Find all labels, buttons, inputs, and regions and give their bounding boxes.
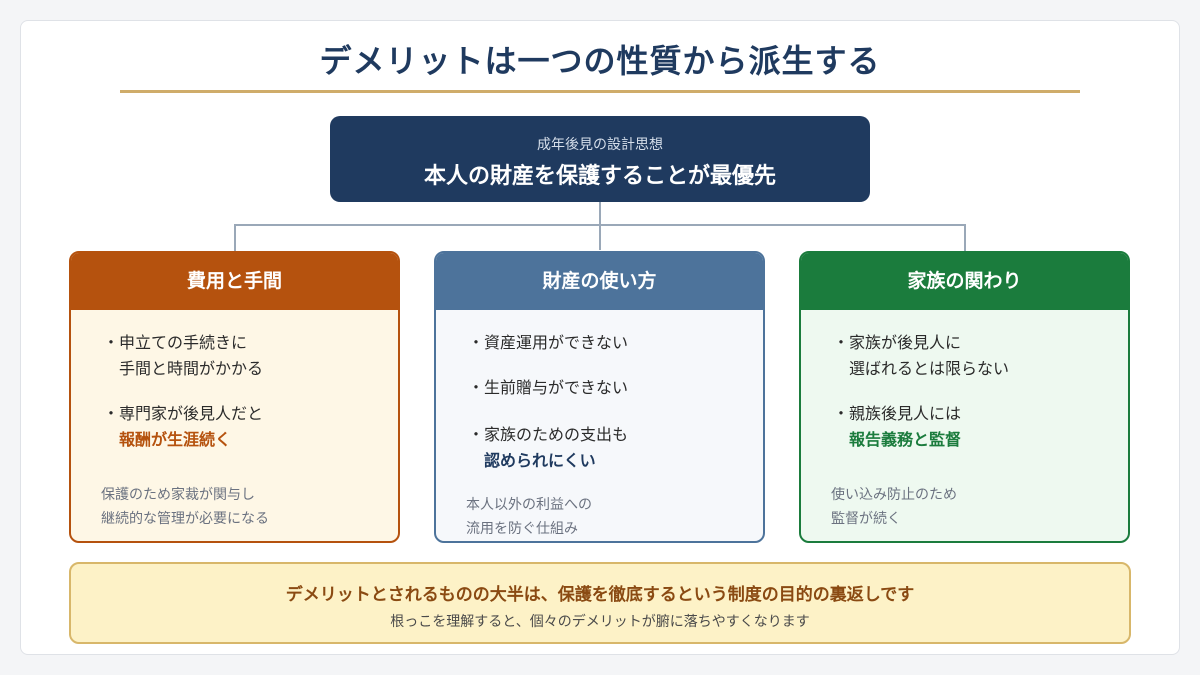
bullet-highlight: 報酬が生涯続く <box>119 430 232 449</box>
connector-left-branch <box>234 224 236 251</box>
card-bullet: ・ 申立ての手続きに 手間と時間がかかる <box>103 330 263 382</box>
note-line: 監督が続く <box>831 511 901 527</box>
card-heading: 家族の関わり <box>801 253 1128 310</box>
summary-main-text: デメリットとされるものの大半は、保護を徹底するという制度の目的の裏返しです <box>285 585 915 605</box>
summary-sub-text: 根っこを理解すると、個々のデメリットが腑に落ちやすくなります <box>390 614 810 630</box>
root-node: 成年後見の設計思想 本人の財産を保護することが最優先 <box>330 116 870 202</box>
bullet-marker: ・ <box>833 404 850 423</box>
card-bullet: ・ 家族が後見人に 選ばれるとは限らない <box>833 330 1009 382</box>
card-bullet: ・ 専門家が後見人だと 報酬が生涯続く <box>103 401 263 453</box>
bullet-marker: ・ <box>103 404 120 423</box>
bullet-line: 生前贈与ができない <box>484 378 629 397</box>
bullet-line: 申立ての手続きに <box>119 333 248 352</box>
bullet-marker: ・ <box>468 425 485 444</box>
note-line: 使い込み防止のため <box>831 487 957 503</box>
bullet-line: 親族後見人には <box>849 404 962 423</box>
card-asset-usage: 財産の使い方 ・ 資産運用ができない ・ 生前贈与ができない ・ 家族のための支… <box>434 251 765 543</box>
card-bullet: ・ 家族のための支出も 認められにくい <box>468 422 628 474</box>
card-cost-effort: 費用と手間 ・ 申立ての手続きに 手間と時間がかかる ・ 専門家が後見人だと 報… <box>69 251 400 543</box>
card-note: 本人以外の利益への 流用を防ぐ仕組み <box>466 493 592 541</box>
card-heading: 費用と手間 <box>71 253 398 310</box>
connector-horizontal <box>234 224 966 226</box>
bullet-line: 手間と時間がかかる <box>119 359 264 378</box>
bullet-line: 専門家が後見人だと <box>119 404 264 423</box>
card-note: 保護のため家裁が関与し 継続的な管理が必要になる <box>101 483 269 531</box>
card-heading: 財産の使い方 <box>436 253 763 310</box>
bullet-line: 資産運用ができない <box>484 333 629 352</box>
card-family-involvement: 家族の関わり ・ 家族が後見人に 選ばれるとは限らない ・ 親族後見人には 報告… <box>799 251 1130 543</box>
note-line: 流用を防ぐ仕組み <box>466 521 578 537</box>
connector-right-branch <box>964 224 966 251</box>
connector-trunk <box>599 202 601 250</box>
note-line: 本人以外の利益への <box>466 497 592 513</box>
bullet-line: 家族のための支出も <box>484 425 629 444</box>
page-title: デメリットは一つの性質から派生する <box>319 42 881 80</box>
note-line: 保護のため家裁が関与し <box>101 487 255 503</box>
bullet-line: 選ばれるとは限らない <box>849 359 1010 378</box>
bullet-marker: ・ <box>833 333 850 352</box>
card-note: 使い込み防止のため 監督が続く <box>831 483 957 531</box>
bullet-marker: ・ <box>468 378 485 397</box>
root-main-text: 本人の財産を保護することが最優先 <box>423 164 776 189</box>
bullet-line: 家族が後見人に <box>849 333 962 352</box>
note-line: 継続的な管理が必要になる <box>101 511 269 527</box>
root-subtitle: 成年後見の設計思想 <box>537 137 663 153</box>
bullet-highlight: 報告義務と監督 <box>849 430 962 449</box>
bullet-marker: ・ <box>468 333 485 352</box>
card-bullet: ・ 親族後見人には 報告義務と監督 <box>833 401 961 453</box>
bullet-highlight: 認められにくい <box>484 451 596 470</box>
title-divider <box>120 90 1080 93</box>
bullet-marker: ・ <box>103 333 120 352</box>
summary-box: デメリットとされるものの大半は、保護を徹底するという制度の目的の裏返しです 根っ… <box>69 562 1131 644</box>
card-bullet: ・ 資産運用ができない <box>468 330 628 356</box>
card-bullet: ・ 生前贈与ができない <box>468 375 628 401</box>
